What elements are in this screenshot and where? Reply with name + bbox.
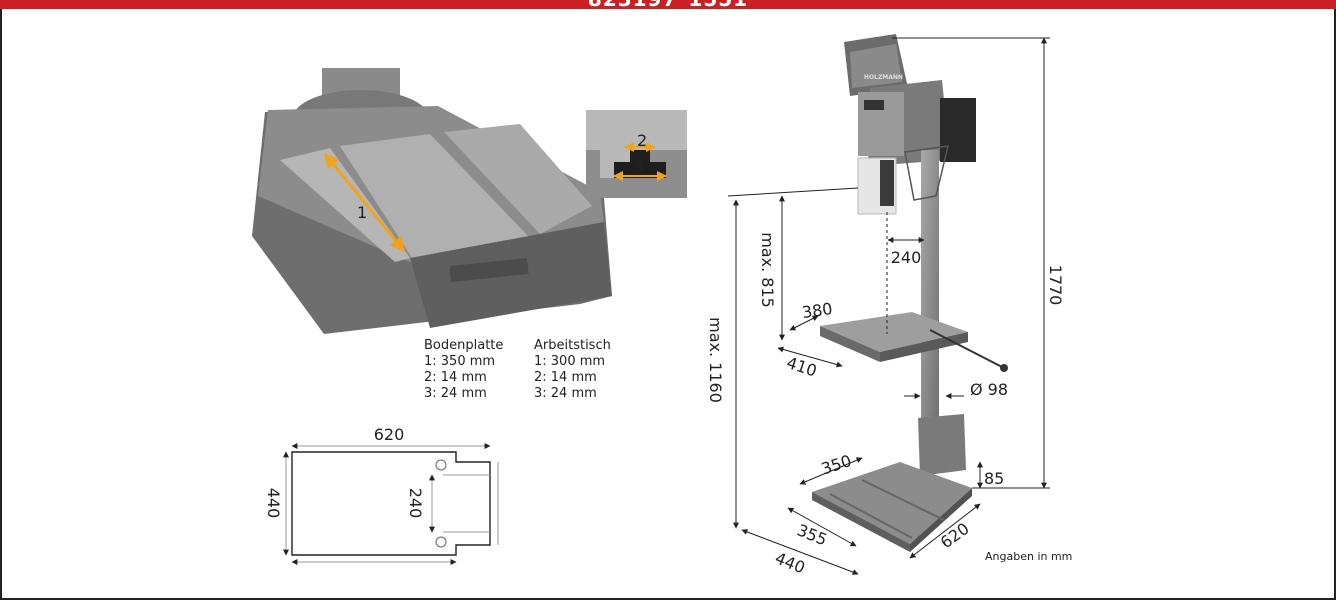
header-title: 823197_1551 [0,0,1336,9]
dim-table-depth: 410 [784,353,819,381]
dim-base-slot: 350 [819,451,854,479]
dim-table-width: 380 [801,299,834,322]
spec-arbeitstisch-line-1: 1: 300 mm [534,354,606,369]
spec-bodenplatte-line-3: 3: 24 mm [424,386,487,401]
dim-column-diameter: Ø 98 [970,380,1008,399]
spec-bodenplatte-line-2: 2: 14 mm [424,370,487,385]
dim-throat: 240 [891,248,922,267]
base-depth-label: 440 [264,488,283,519]
spec-bodenplatte-title: Bodenplatte [424,338,504,353]
dim-base-height: 85 [984,469,1004,488]
dim-height-total: 1770 [1046,265,1065,306]
base-plate-photo: 1 [252,68,612,334]
units-note: Angaben in mm [985,550,1073,563]
base-plan-drawing: 620 440 240 [264,425,499,565]
slot-marker-2: 2 [637,131,647,150]
base-width-label: 620 [374,425,405,444]
dim-height-max: max. 1160 [706,317,725,403]
slot-marker-1: 1 [357,203,367,222]
spec-arbeitstisch: Arbeitstisch 1: 300 mm 2: 14 mm 3: 24 mm [534,338,611,402]
spec-arbeitstisch-line-2: 2: 14 mm [534,370,597,385]
dim-stroke-max: max. 815 [758,232,777,308]
dim-base-width: 620 [937,519,973,552]
spec-bodenplatte-line-1: 1: 350 mm [424,354,496,369]
spec-arbeitstisch-title: Arbeitstisch [534,338,611,353]
machine-dimension-lines [727,37,1050,575]
brand-label: HOLZMANN [864,74,903,81]
dim-base-inner: 355 [794,520,829,549]
base-slot-spacing-label: 240 [406,488,425,519]
header-bar: 823197_1551 [0,0,1336,9]
t-slot-detail: 2 3 [586,110,687,198]
drill-press-illustration: HOLZMANN [812,34,1008,552]
spec-bodenplatte: Bodenplatte 1: 350 mm 2: 14 mm 3: 24 mm [424,338,503,402]
spec-arbeitstisch-line-3: 3: 24 mm [534,386,597,401]
slot-marker-3: 3 [634,157,644,176]
